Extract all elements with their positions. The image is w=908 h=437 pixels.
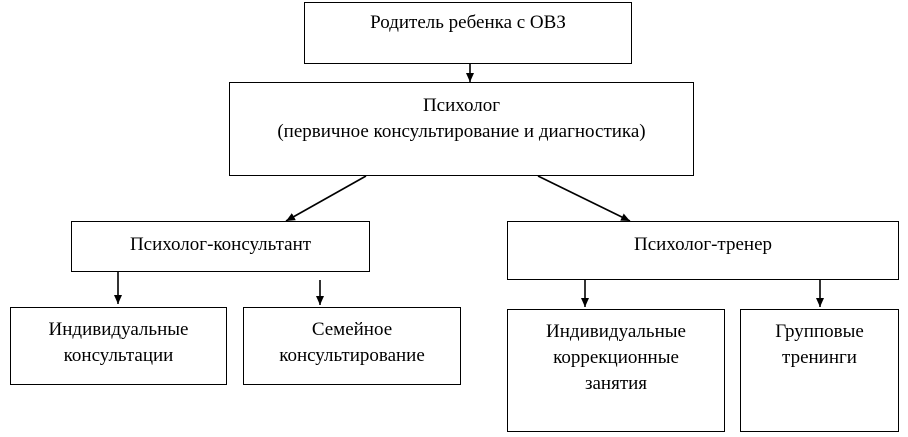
node-group-trainings: Групповые тренинги	[740, 309, 899, 432]
node-individual-correction-line3: занятия	[584, 373, 648, 394]
node-individual-correction: Индивидуальные коррекционные занятия	[507, 309, 725, 432]
node-trainer-text: Психолог-тренер	[633, 234, 773, 255]
node-psychologist-subtitle: (первичное консультирование и диагностик…	[277, 121, 646, 142]
node-individual-correction-line2: коррекционные	[553, 347, 679, 368]
node-psychologist-title: Психолог	[422, 95, 501, 116]
node-family-counseling-line1: Семейное	[311, 319, 393, 340]
node-individual-consultations-line2: консультации	[63, 345, 174, 366]
node-family-counseling-line2: консультирование	[279, 345, 425, 366]
node-individual-consultations-line1: Индивидуальные	[48, 319, 189, 340]
node-family-counseling: Семейное консультирование	[243, 307, 461, 385]
node-psychologist: Психолог (первичное консультирование и д…	[229, 82, 694, 176]
node-group-trainings-line1: Групповые	[775, 321, 864, 342]
node-trainer: Психолог-тренер	[507, 221, 899, 280]
arrow-psychologist-to-consultant	[285, 175, 367, 222]
node-consultant: Психолог-консультант	[71, 221, 370, 272]
node-parent-text: Родитель ребенка с ОВЗ	[370, 12, 566, 33]
node-individual-consultations: Индивидуальные консультации	[10, 307, 227, 385]
arrow-psychologist-to-trainer	[537, 175, 631, 222]
node-consultant-text: Психолог-консультант	[129, 234, 312, 255]
node-group-trainings-line2: тренинги	[782, 347, 857, 368]
node-individual-correction-line1: Индивидуальные	[546, 321, 686, 342]
node-parent: Родитель ребенка с ОВЗ	[304, 2, 632, 64]
